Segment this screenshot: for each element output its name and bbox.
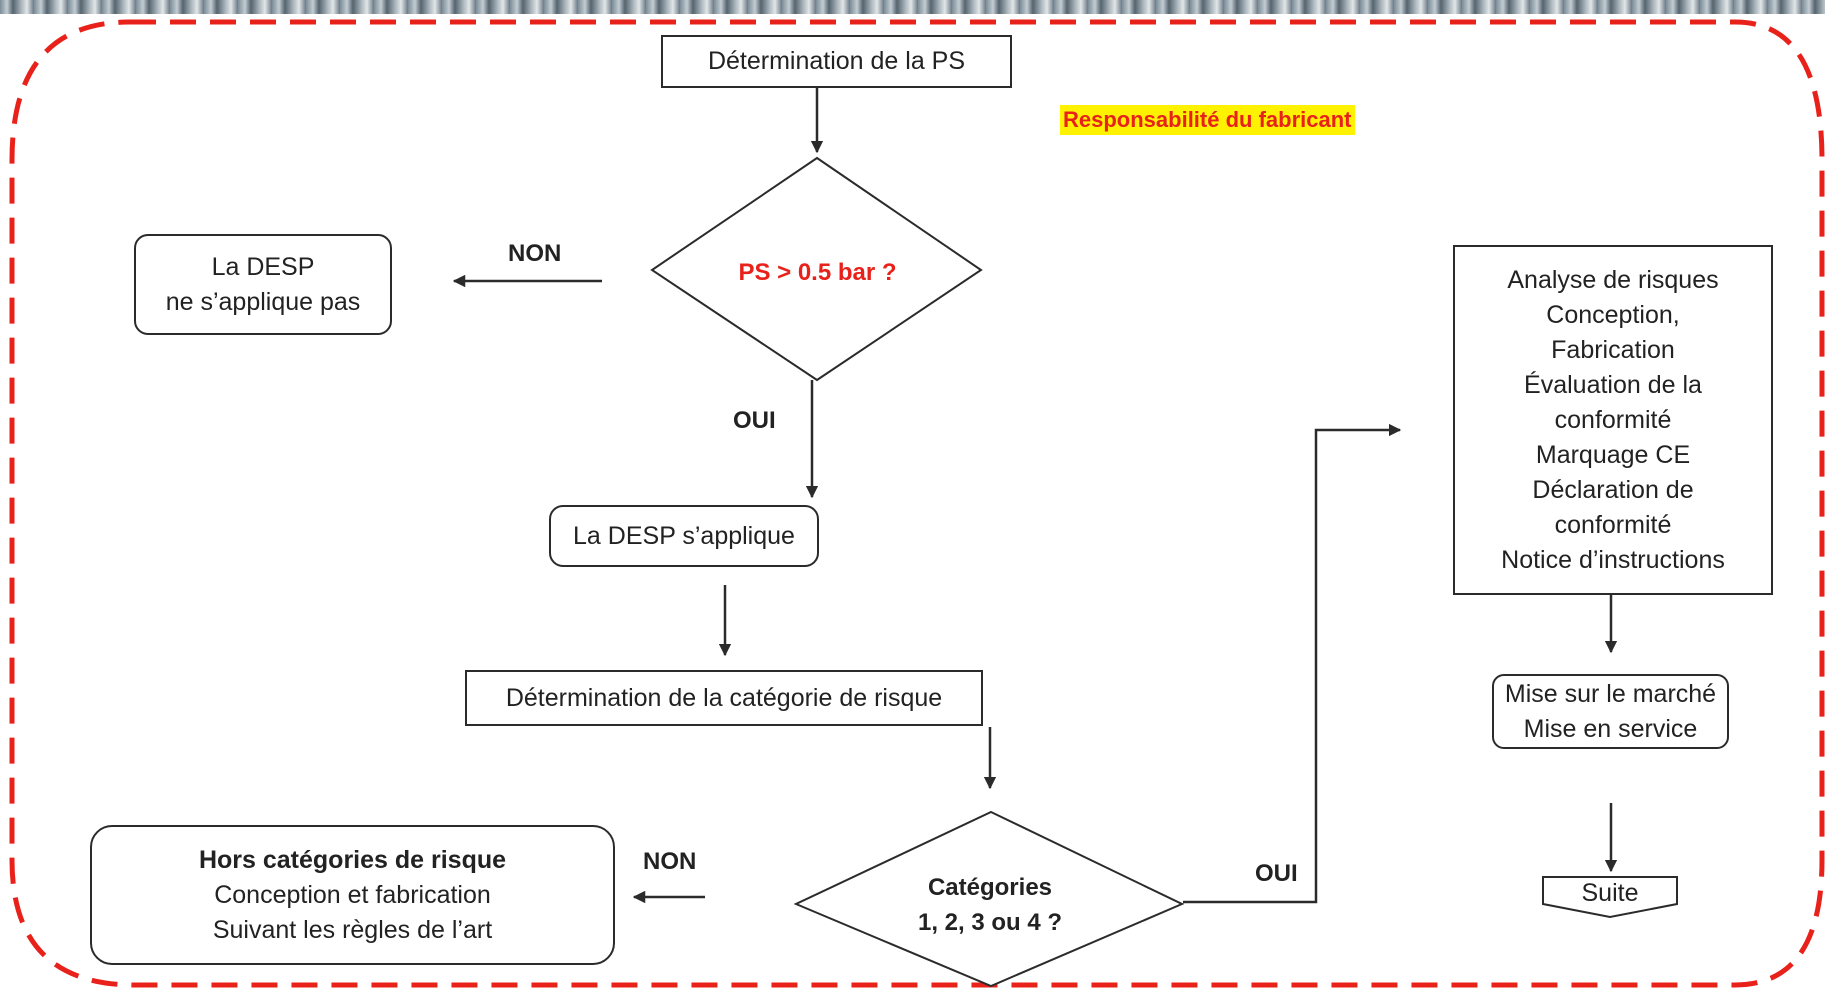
obligation-line-6: Marquage CE <box>1535 440 1691 469</box>
suite-label: Suite <box>1581 878 1639 907</box>
determination-ps-text: Détermination de la PS <box>707 47 966 75</box>
obligation-line-2: Conception, <box>1546 300 1680 329</box>
obligation-line-1: Analyse de risques <box>1507 265 1719 294</box>
responsibility-frame <box>9 19 1825 988</box>
determination-categorie-text: Détermination de la catégorie de risque <box>505 683 943 712</box>
obligation-line-4: Évaluation de la <box>1524 370 1702 399</box>
responsabilite-note: Responsabilité du fabricant <box>1060 105 1355 135</box>
desp-applies-text: La DESP s’applique <box>573 521 795 550</box>
arrow-oui-bottom <box>1183 423 1402 904</box>
categories-question-label-box: Catégories 1, 2, 3 ou 4 ? <box>880 866 1100 944</box>
desp-applies-box: La DESP s’applique <box>549 505 819 567</box>
mise-sur-marche-box: Mise sur le marché Mise en service <box>1492 674 1729 749</box>
categories-question-line-2: 1, 2, 3 ou 4 ? <box>917 909 1063 936</box>
suite-shape <box>1542 876 1678 919</box>
mise-sur-marche-line-1: Mise sur le marché <box>1504 679 1717 708</box>
categories-question-line-1: Catégories <box>927 874 1053 901</box>
desp-not-apply-box: La DESP ne s’applique pas <box>134 234 392 335</box>
categories-question-diamond <box>793 810 1185 988</box>
obligation-line-3: Fabrication <box>1551 335 1675 364</box>
obligation-line-9: Notice d’instructions <box>1501 545 1725 574</box>
ps-question-text: PS > 0.5 bar ? <box>738 258 897 286</box>
hors-categories-line-2: Suivant les règles de l’art <box>212 915 493 944</box>
obligation-line-8: conformité <box>1554 510 1672 539</box>
obligations-box: Analyse de risques Conception, Fabricati… <box>1453 245 1773 595</box>
hors-categories-box: Hors catégories de risque Conception et … <box>90 825 615 965</box>
edge-label-oui-top: OUI <box>733 407 776 434</box>
ps-question-diamond <box>650 156 983 382</box>
obligation-line-7: Déclaration de <box>1532 475 1694 504</box>
determination-categorie-box: Détermination de la catégorie de risque <box>465 670 983 726</box>
edge-label-non-bottom: NON <box>643 848 697 875</box>
ps-question-label-box: PS > 0.5 bar ? <box>700 250 935 294</box>
mise-sur-marche-line-2: Mise en service <box>1523 714 1698 743</box>
hors-categories-title: Hors catégories de risque <box>198 845 507 874</box>
hors-categories-line-1: Conception et fabrication <box>214 880 491 909</box>
desp-not-apply-line-1: La DESP <box>211 252 315 281</box>
edge-label-non-top: NON <box>508 240 562 267</box>
desp-not-apply-line-2: ne s’applique pas <box>165 287 361 316</box>
edge-label-oui-bottom: OUI <box>1255 860 1298 887</box>
determination-ps-box: Détermination de la PS <box>661 35 1012 88</box>
obligation-line-5: conformité <box>1554 405 1672 434</box>
photo-strip-top <box>0 0 1825 14</box>
